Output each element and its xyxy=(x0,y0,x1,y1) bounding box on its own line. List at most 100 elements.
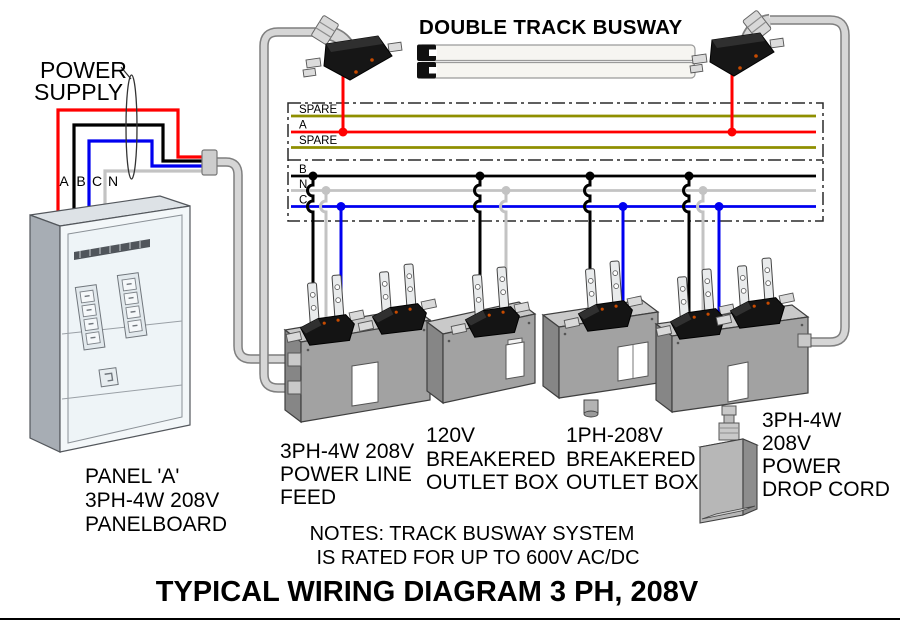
dropcord-label-line4: DROP CORD xyxy=(762,478,890,501)
junction-n-box4 xyxy=(698,186,708,195)
outlet1ph-label-line1: 1PH-208V xyxy=(566,424,663,447)
notes-line1: NOTES: TRACK BUSWAY SYSTEM xyxy=(310,523,635,545)
conduit-busfeed-to-dropbox-edge xyxy=(770,15,850,347)
drop-n-box4 xyxy=(696,190,705,318)
junction-b-box4 xyxy=(684,171,694,181)
box3-left-face xyxy=(542,313,560,400)
drop-b-box3 xyxy=(583,176,592,312)
busway-title: DOUBLE TRACK BUSWAY xyxy=(419,16,683,39)
power-supply-label-line1: POWER xyxy=(40,57,127,83)
bus-label-spare-2: SPARE xyxy=(299,135,337,147)
busway-section: DOUBLE TRACK BUSWAY xyxy=(417,16,696,79)
drop-cord-pendant xyxy=(698,405,759,524)
feed-collar-right xyxy=(742,10,772,40)
junction-c-box1 xyxy=(336,202,346,211)
box2-left-face xyxy=(426,320,444,405)
cable-connector xyxy=(201,149,218,176)
junction-dots xyxy=(308,127,737,211)
junction-b-box3 xyxy=(585,171,595,181)
outlet120-label-line2: BREAKERED xyxy=(426,448,556,471)
junction-a-right xyxy=(727,127,737,137)
drop-b-box2 xyxy=(473,176,482,316)
feed-label-line1: 3PH-4W 208V xyxy=(280,440,414,463)
junction-b-box2 xyxy=(475,171,485,181)
busway-icon xyxy=(417,44,696,79)
junction-n-box1 xyxy=(321,186,331,195)
box4-breaker-switch xyxy=(727,361,749,403)
conduit-runs xyxy=(217,15,850,393)
phase-label-a: A xyxy=(59,173,69,189)
feed-label-line2: POWER LINE xyxy=(280,463,412,486)
busway-feed-unit-left xyxy=(302,15,403,81)
box4-left-face xyxy=(655,322,673,414)
power-supply-section: POWER SUPPLY A B C N xyxy=(34,57,218,212)
tap-drop-wires xyxy=(306,70,734,326)
busway-track-bottom xyxy=(417,61,696,79)
outlet1ph-label-line3: OUTLET BOX xyxy=(566,471,699,494)
box1-left-face xyxy=(284,328,302,424)
drop-b-box4 xyxy=(682,176,691,318)
dropcord-label-line1: 3PH-4W xyxy=(762,409,842,432)
labels: PANEL 'A' 3PH-4W 208V PANELBOARD 3PH-4W … xyxy=(85,409,890,608)
power-line-feed-box xyxy=(281,261,439,424)
panel-breaker-column-1 xyxy=(74,284,106,351)
outlet120-label-line3: OUTLET BOX xyxy=(426,471,559,494)
junction-n-box2 xyxy=(501,186,511,195)
panel-label-line1: PANEL 'A' xyxy=(85,465,179,488)
phase-label-n: N xyxy=(108,173,118,189)
junction-a-left xyxy=(338,127,348,137)
notes-line2: IS RATED FOR UP TO 600V AC/DC xyxy=(316,547,639,569)
pendant-coupling xyxy=(718,422,740,441)
phase-label-c: C xyxy=(92,173,102,189)
bus-label-c: C xyxy=(299,195,307,207)
power-supply-leader-line xyxy=(120,66,132,80)
junction-c-box4 xyxy=(714,202,724,211)
conduit-panel-to-feedbox-edge xyxy=(217,157,294,364)
junction-c-box3 xyxy=(618,202,628,211)
panel-door-latch xyxy=(98,367,119,388)
dropcord-label-line3: POWER xyxy=(762,455,841,478)
outlet120-label-line1: 120V xyxy=(426,424,475,447)
panel-breaker-column-2 xyxy=(116,272,148,339)
box1-label-plate xyxy=(351,361,379,407)
drop-n-box1 xyxy=(319,190,328,324)
cable-group-ellipse xyxy=(125,74,138,180)
feed-label-line3: FEED xyxy=(280,486,336,509)
junction-b-box1 xyxy=(308,171,318,181)
box1-conduit-stub-upper xyxy=(287,352,302,367)
outlet-box-1ph-208v xyxy=(541,258,660,418)
drop-b-box1 xyxy=(306,176,315,324)
diagram-title: TYPICAL WIRING DIAGRAM 3 PH, 208V xyxy=(156,576,699,608)
phase-label-b: B xyxy=(76,173,85,189)
box1-conduit-stub-lower xyxy=(287,380,302,395)
feeder-wire-b xyxy=(72,123,203,210)
busway-endcap-bottom xyxy=(417,62,436,79)
busway-endcap-top xyxy=(417,44,436,61)
feeder-wire-a xyxy=(56,108,203,212)
box4-conduit-stub-right xyxy=(797,333,812,348)
pendant-right-face xyxy=(742,438,758,516)
conduit-panel-to-feedbox xyxy=(217,158,294,363)
conduit-busfeed-to-dropbox xyxy=(770,16,849,346)
feeder-wire-c xyxy=(87,139,203,207)
panel-left-face xyxy=(29,214,61,453)
panel-label-line3: PANELBOARD xyxy=(85,513,227,536)
drop-n-box2 xyxy=(499,190,508,316)
bus-wiring-section: SPARE A SPARE B N C xyxy=(287,102,824,222)
busway-feed-unit-right xyxy=(689,10,785,77)
conduit-feedbox-to-busfeed xyxy=(260,28,319,392)
bus-label-spare-1: SPARE xyxy=(299,104,337,116)
panel-label-line2: 3PH-4W 208V xyxy=(85,489,219,512)
feed-collar-left xyxy=(311,15,339,45)
pendant-open-bottom xyxy=(701,505,756,520)
outlet-box-120v xyxy=(425,264,537,405)
bus-boundary-box xyxy=(287,102,824,222)
panelboard xyxy=(29,195,191,453)
box2-breaker-switch xyxy=(505,341,525,380)
bus-label-b: B xyxy=(299,164,307,176)
outlet1ph-label-line2: BREAKERED xyxy=(566,448,696,471)
bus-label-a: A xyxy=(299,120,307,132)
power-drop-cord-box xyxy=(651,255,812,524)
power-supply-label-line2: SUPPLY xyxy=(34,79,123,105)
